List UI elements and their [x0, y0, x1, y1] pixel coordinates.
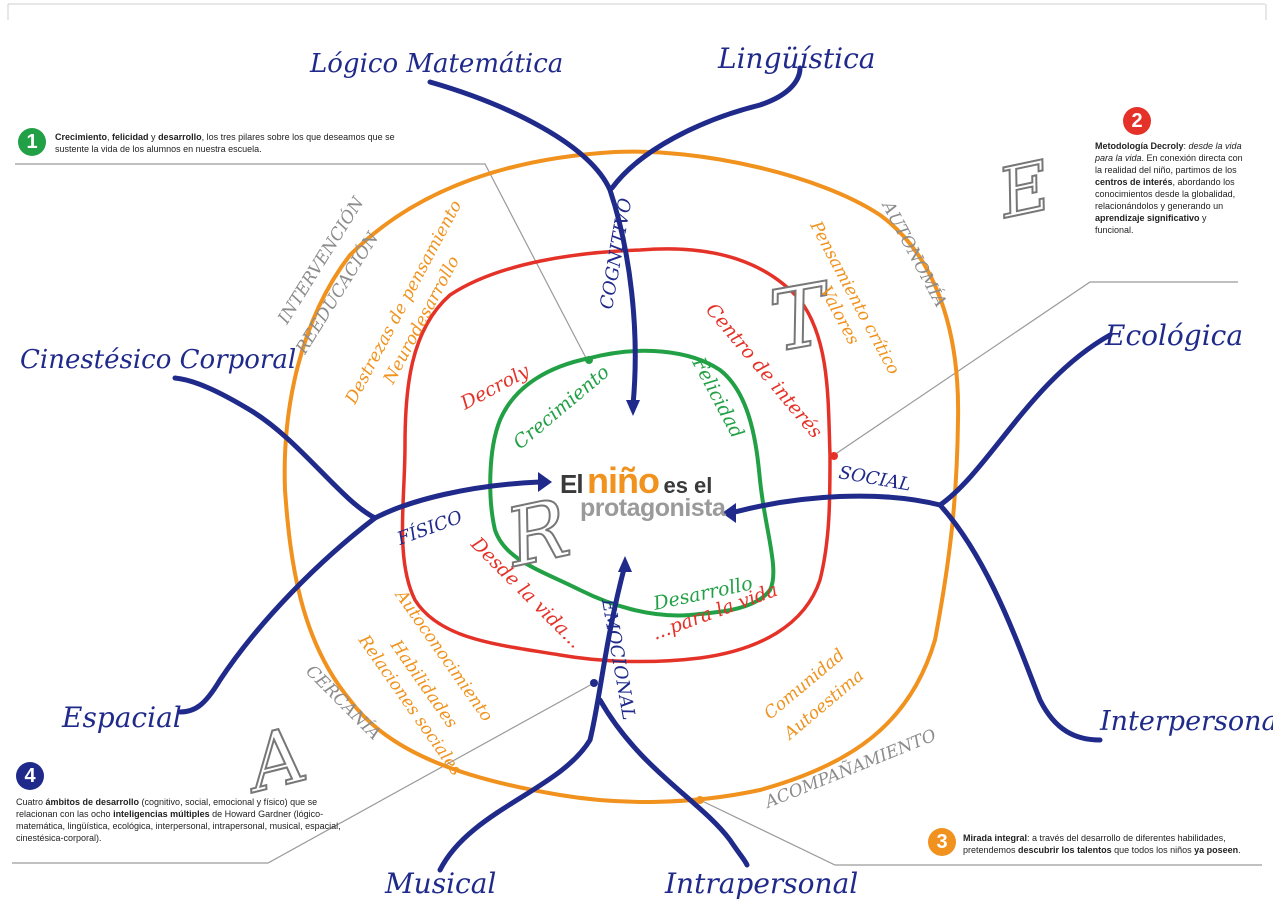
center-title: El niño es el protagonista — [560, 460, 760, 523]
note-2-t3: , abordando los conocimientos desde la g… — [1095, 177, 1236, 211]
orange-ring — [282, 149, 961, 804]
label-cinestesico: Cinestésico Corporal — [20, 345, 296, 375]
note-1-t3: , los tres pilares sobre los que deseamo… — [55, 132, 395, 154]
center-nino: niño — [587, 460, 660, 501]
branch-logico — [427, 79, 638, 408]
note-3-b1: Mirada integral — [963, 833, 1028, 843]
label-acompanamiento: ACOMPAÑAMIENTO — [760, 725, 939, 814]
connector-note-1 — [15, 163, 587, 359]
connector-note-3 — [699, 799, 1262, 866]
center-protagonista: protagonista — [580, 494, 726, 522]
branch-cinestesico — [172, 375, 543, 521]
green-dot — [585, 356, 593, 364]
orange-dot — [696, 796, 704, 804]
note-2-t2: . En conexión directa con la realidad de… — [1095, 153, 1243, 175]
arrow-social — [722, 503, 736, 523]
connector-note-4 — [12, 682, 595, 864]
note-3-b3: ya poseen — [1194, 845, 1239, 855]
branch-interpersonal — [937, 502, 1103, 743]
label-musical: Musical — [384, 867, 496, 900]
note-1-number: 1 — [18, 128, 46, 156]
note-3-number: 3 — [928, 828, 956, 856]
note-1-t2: y — [148, 132, 159, 142]
note-3-text: Mirada integral: a través del desarrollo… — [963, 832, 1263, 856]
arrow-cognitivo — [626, 400, 640, 416]
label-intrapersonal: Intrapersonal — [664, 867, 858, 900]
center-es-el: es el — [663, 473, 713, 498]
note-3-b2: descubrir los talentos — [1018, 845, 1112, 855]
label-ecologica: Ecológica — [1104, 319, 1243, 352]
note-4-number: 4 — [16, 762, 44, 790]
note-2-t1: : — [1183, 141, 1189, 151]
green-ring — [488, 348, 776, 618]
note-2-i1: desde la vida para la vida — [1095, 141, 1242, 163]
note-1-b1: Crecimiento — [55, 132, 108, 142]
note-2-text: Metodología Decroly: desde la vida para … — [1095, 140, 1247, 236]
label-logico: Lógico Matemática — [309, 49, 563, 79]
branch-intrapersonal — [597, 697, 750, 868]
branch-linguistica — [609, 65, 803, 191]
note-4-text: Cuatro ámbitos de desarrollo (cognitivo,… — [16, 796, 356, 844]
note-2-number: 2 — [1123, 107, 1151, 135]
intelligences-labels: Lógico Matemática Lingüística Ecológica … — [20, 42, 1273, 900]
letter-e: E — [990, 147, 1057, 235]
connector-note-2 — [833, 281, 1238, 456]
label-interpersonal: Interpersonal — [1099, 706, 1273, 737]
note-4-t2: de Howard Gardner (lógico-matemática, li… — [16, 809, 341, 843]
label-autonomia: AUTONOMÍA — [877, 196, 951, 311]
label-social: SOCIAL — [837, 462, 912, 495]
note-1-text: Crecimiento, felicidad y desarrollo, los… — [55, 131, 415, 155]
label-cercania: CERCANÍA — [301, 661, 385, 745]
note-1-b3: desarrollo — [158, 132, 202, 142]
red-dot — [830, 452, 838, 460]
note-2-b1: Metodología Decroly — [1095, 141, 1184, 151]
note-4-t0: Cuatro — [16, 797, 46, 807]
note-4-b1: ámbitos de desarrollo — [45, 797, 140, 807]
note-2-t4: y funcional. — [1095, 213, 1207, 235]
branch-espacial — [177, 515, 378, 715]
arrow-emocional — [618, 556, 632, 572]
note-2-b2: centros de interés — [1095, 177, 1173, 187]
label-destrezas: Destrezas de pensamiento — [341, 197, 466, 408]
note-2-b3: aprendizaje significativo — [1095, 213, 1200, 223]
note-3-t3: . — [1238, 845, 1241, 855]
note-1-t1: , — [107, 132, 113, 142]
note-4-t1: (cognitivo, social, emocional y físico) … — [16, 797, 318, 819]
note-3-t2: que todos los niños — [1111, 845, 1195, 855]
label-espacial: Espacial — [61, 701, 182, 734]
note-3-t1: : a través del desarrollo de diferentes … — [963, 833, 1226, 855]
blue-branches — [172, 65, 1113, 873]
red-ring — [400, 247, 832, 664]
arrow-fisico — [538, 472, 552, 492]
blue-dot — [590, 679, 598, 687]
branch-musical — [437, 562, 628, 873]
note-4-b2: inteligencias múltiples — [113, 809, 210, 819]
label-linguistica: Lingüística — [717, 42, 875, 75]
note-1-b2: felicidad — [112, 132, 149, 142]
center-el: El — [560, 469, 584, 499]
